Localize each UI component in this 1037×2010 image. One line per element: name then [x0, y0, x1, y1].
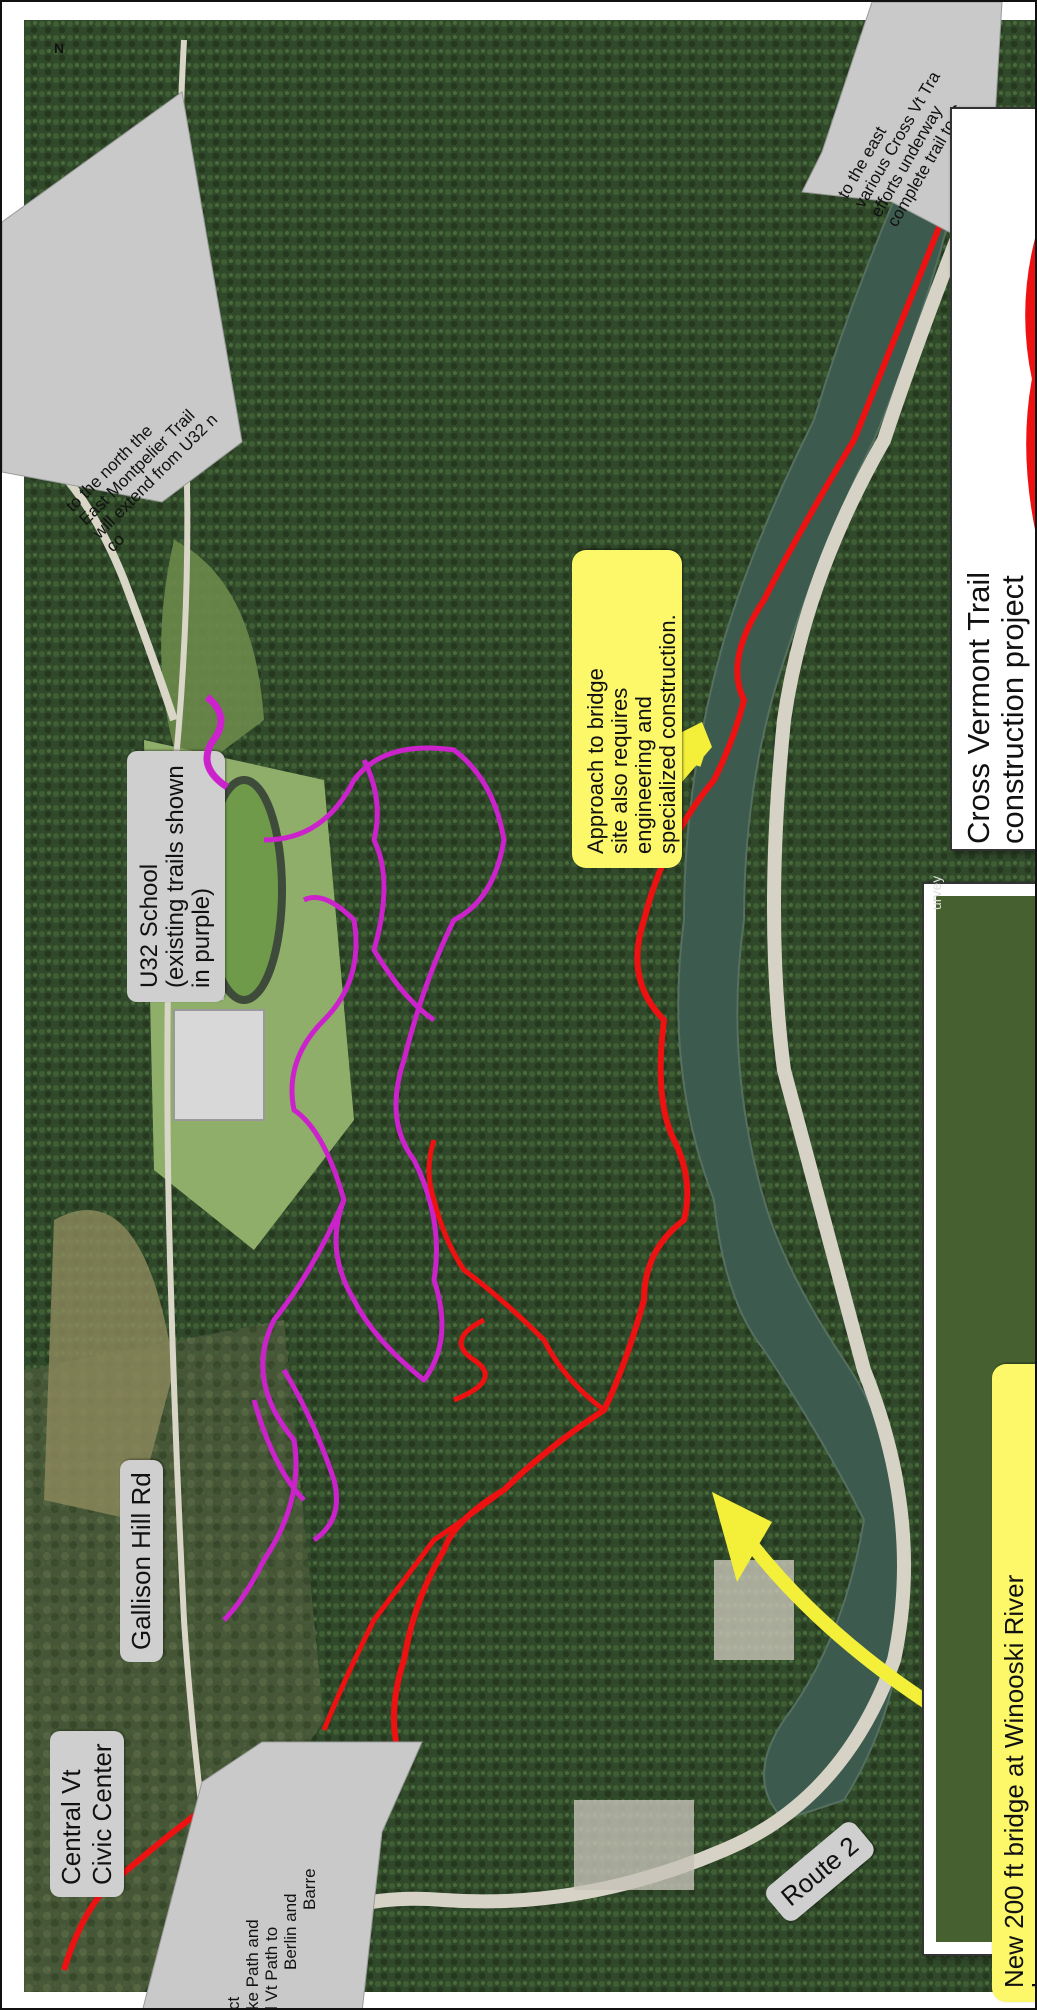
bridge-note: New 200 ft bridge at Winooski River b: [992, 1364, 1035, 2002]
trail-spur: [321, 1139, 606, 1731]
west-callout-shape: [142, 1741, 423, 2008]
civic-center-line-2: Civic Center: [87, 1743, 117, 1885]
north-callout-shape: [2, 91, 243, 503]
approach-line-2: site also requires: [607, 687, 632, 854]
north-arrow-icon: N: [54, 40, 65, 56]
field-west: [44, 1210, 174, 1520]
approach-line-1: Approach to bridge: [583, 668, 608, 854]
west-callout: ct ke Path and l Vt Path to Berlin and B…: [224, 1868, 319, 2010]
bridge-line-1: New 200 ft bridge at Winooski River: [999, 1574, 1029, 1988]
yellow-arrow-bridge-head: [712, 1492, 772, 1582]
west-callout-line-3: l Vt Path to: [262, 1926, 281, 2010]
west-callout-line-5: Barre: [300, 1868, 319, 1910]
project-title-line-2: construction project: [995, 575, 1030, 844]
existing-trails-purple: [222, 745, 507, 1622]
project-title-panel: Cross Vermont Trail construction project: [950, 107, 1035, 851]
school-line-2: (existing trails shown: [162, 765, 189, 988]
approach-line-3: engineering and: [631, 696, 656, 854]
gallison-hill-rd-label: Gallison Hill Rd: [120, 1460, 163, 1662]
west-callout-line-1: ct: [224, 1996, 243, 2010]
west-callout-line-4: Berlin and: [281, 1893, 300, 1970]
civic-center-line-1: Central Vt: [56, 1769, 86, 1885]
approach-line-4: specialized construction.: [655, 614, 680, 854]
west-callout-line-2: ke Path and: [243, 1919, 262, 2010]
approach-note: Approach to bridge site also requires en…: [572, 550, 682, 868]
route2-road: [258, 167, 991, 1965]
school-building: [173, 1009, 265, 1121]
civic-center-label: Central Vt Civic Center: [50, 1731, 124, 1897]
school-line-1: U32 School: [136, 863, 163, 988]
project-title-line-1: Cross Vermont Trail: [961, 571, 996, 844]
project-trail-icon: [1025, 238, 1035, 530]
project-title: Cross Vermont Trail construction project: [961, 571, 1030, 844]
bridge-line-2: b: [1027, 1378, 1035, 1988]
school-line-3: in purple): [188, 887, 215, 988]
survey-fragment: urvey: [928, 875, 944, 910]
town-buildings: [574, 1800, 694, 1890]
purple-legend-icon: [203, 694, 230, 790]
